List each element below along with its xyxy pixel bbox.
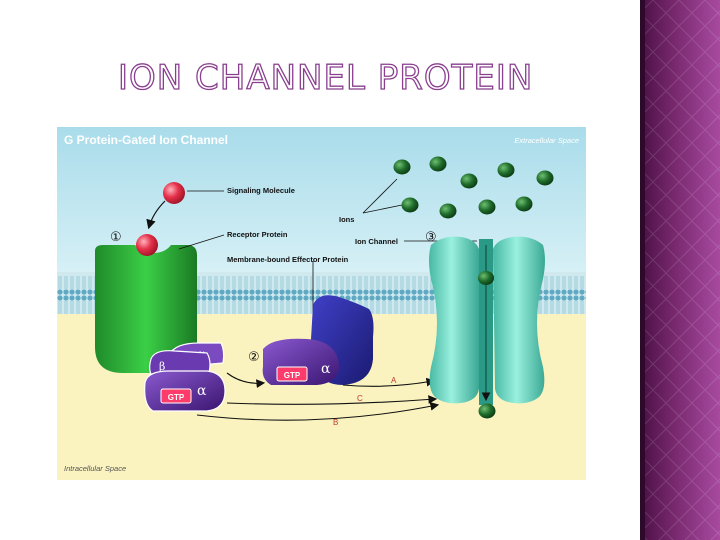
alpha-symbol: α [197,383,207,399]
ion-channel-label: Ion Channel [355,237,398,246]
bound-signaling-molecule [136,234,158,256]
figure-heading: G Protein-Gated Ion Channel [64,133,228,147]
ions-label: Ions [339,215,354,224]
pathway-arrow-a [342,377,436,387]
ion [536,170,554,186]
decorative-side-band [640,0,720,540]
extracellular-label: Extracellular Space [514,136,579,145]
signaling-molecule-label: Signaling Molecule [227,186,295,195]
intracellular-label: Intracellular Space [64,464,126,473]
ion [460,173,478,189]
gtp-label-active: GTP [284,371,301,380]
ion-channel-left-half [429,236,479,404]
ion [439,203,457,219]
arrow-label-b: B [333,418,338,427]
ion [515,196,533,212]
arrow-label-a: A [391,376,397,385]
ion-released [478,403,496,419]
receptor-protein-label: Receptor Protein [227,230,288,239]
figure-canvas: G Protein-Gated Ion Channel Extracellula… [57,127,586,480]
receptor-protein [95,245,197,373]
effector-protein-label: Membrane-bound Effector Protein [227,255,349,264]
ion [478,199,496,215]
step-2-marker: ② [248,350,260,365]
arrow-label-c: C [357,394,363,403]
pathway-arrow-c [226,395,438,405]
signaling-molecule [163,182,185,204]
ion [401,197,419,213]
ion-channel-figure: G Protein-Gated Ion Channel Extracellula… [57,127,586,480]
alpha-symbol-active: α [321,361,331,377]
ion-channel-right-half [493,236,545,404]
ion [429,156,447,172]
ion [393,159,411,175]
slide-title: ION CHANNEL PROTEIN [117,57,534,98]
ion [497,162,515,178]
gtp-label: GTP [168,393,185,402]
step-3-marker: ③ [425,230,437,245]
ion-in-channel [478,271,494,285]
step-1-marker: ① [110,230,122,245]
pathway-arrow-b [196,401,440,421]
beta-symbol: β [159,360,165,373]
pathway-arrow-to-effector [226,372,266,389]
